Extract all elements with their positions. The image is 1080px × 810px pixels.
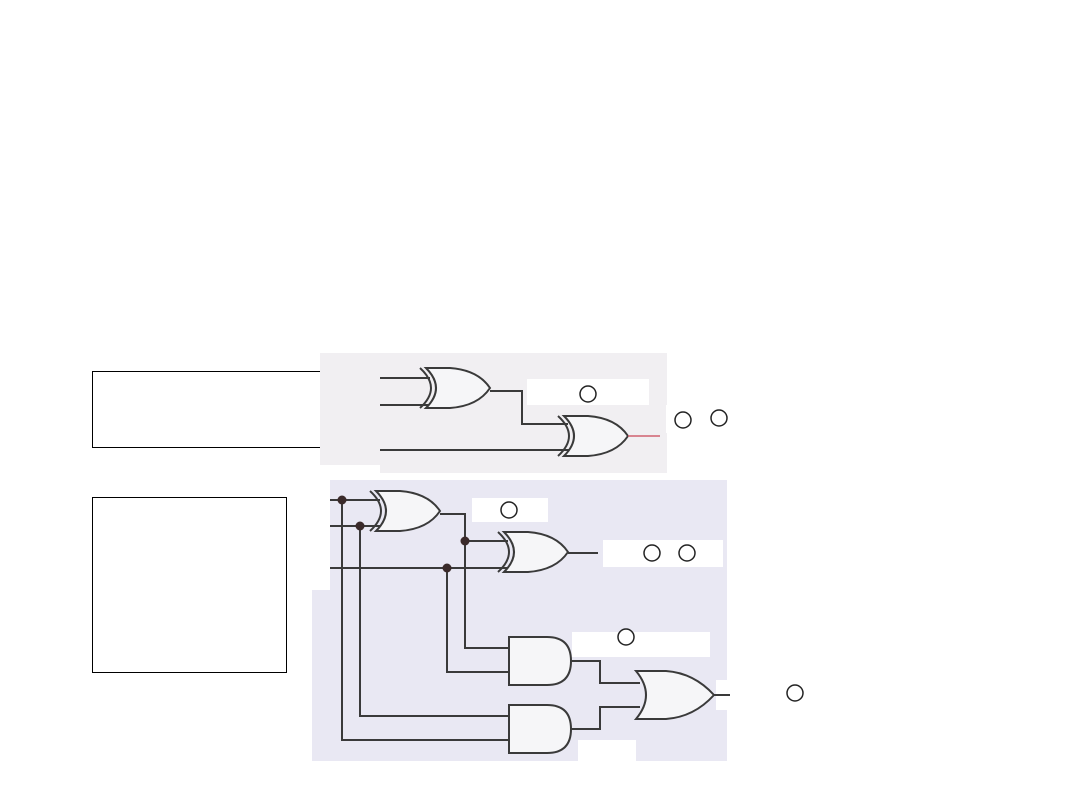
xor-gate-1 — [419, 367, 491, 409]
mask-strip — [320, 465, 380, 475]
marker-circle — [500, 501, 518, 519]
marker-circle — [710, 409, 728, 427]
bottom-circuit — [330, 490, 804, 754]
junction-dot — [337, 495, 347, 505]
wire-xor1-out — [490, 390, 568, 425]
marker-circle — [678, 544, 696, 562]
junction-dot — [355, 521, 365, 531]
marker-circle — [579, 385, 597, 403]
top-circuit — [380, 367, 728, 457]
wire-tap-and2-b — [341, 500, 510, 741]
wire-xor3-out — [440, 513, 508, 542]
or-gate — [635, 670, 715, 720]
text-box-top — [92, 371, 330, 448]
wire-and2-out — [571, 706, 640, 730]
text-box-bottom — [92, 497, 287, 673]
wire-tap-and2-a — [359, 526, 510, 717]
top-circuit-panel — [320, 353, 667, 473]
wire-and1-out — [571, 660, 640, 684]
mask-bottom-edge — [578, 740, 636, 762]
marker-circle — [643, 544, 661, 562]
marker-circle — [786, 684, 804, 702]
mask-left-edge — [312, 480, 330, 590]
xor-gate-3 — [369, 490, 441, 532]
wire-tap-and1-a — [464, 541, 510, 649]
junction-dot — [442, 563, 452, 573]
label-mask-bottom-3 — [572, 632, 710, 657]
label-mask-bottom-2 — [603, 540, 723, 567]
junction-dot — [460, 536, 470, 546]
and-gate-2 — [508, 704, 572, 754]
wire-tap-and1-b — [446, 568, 510, 673]
marker-circle — [674, 411, 692, 429]
xor-gate-4 — [497, 531, 569, 573]
marker-circle — [617, 628, 635, 646]
xor-gate-2 — [557, 415, 629, 457]
and-gate-1 — [508, 636, 572, 686]
